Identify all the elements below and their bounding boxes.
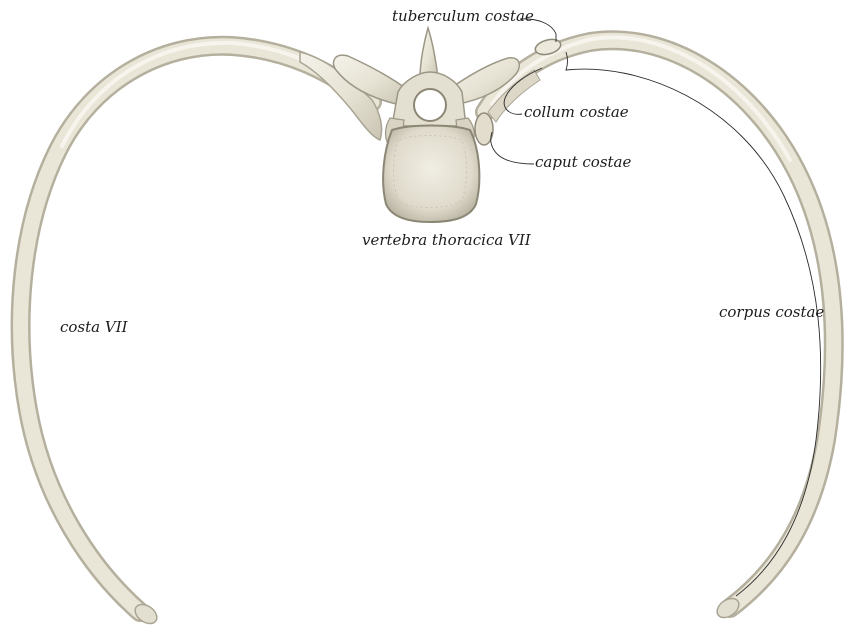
label-caput-costae: caput costae xyxy=(535,155,631,170)
label-tuberculum-costae: tuberculum costae xyxy=(392,9,534,24)
label-collum-costae: collum costae xyxy=(524,105,629,120)
label-corpus-costae: corpus costae xyxy=(719,305,824,320)
label-costa: costa VII xyxy=(60,320,128,335)
leader-caput xyxy=(491,132,534,164)
label-vertebra-thoracica: vertebra thoracica VII xyxy=(362,233,531,248)
right-rib xyxy=(475,37,834,622)
